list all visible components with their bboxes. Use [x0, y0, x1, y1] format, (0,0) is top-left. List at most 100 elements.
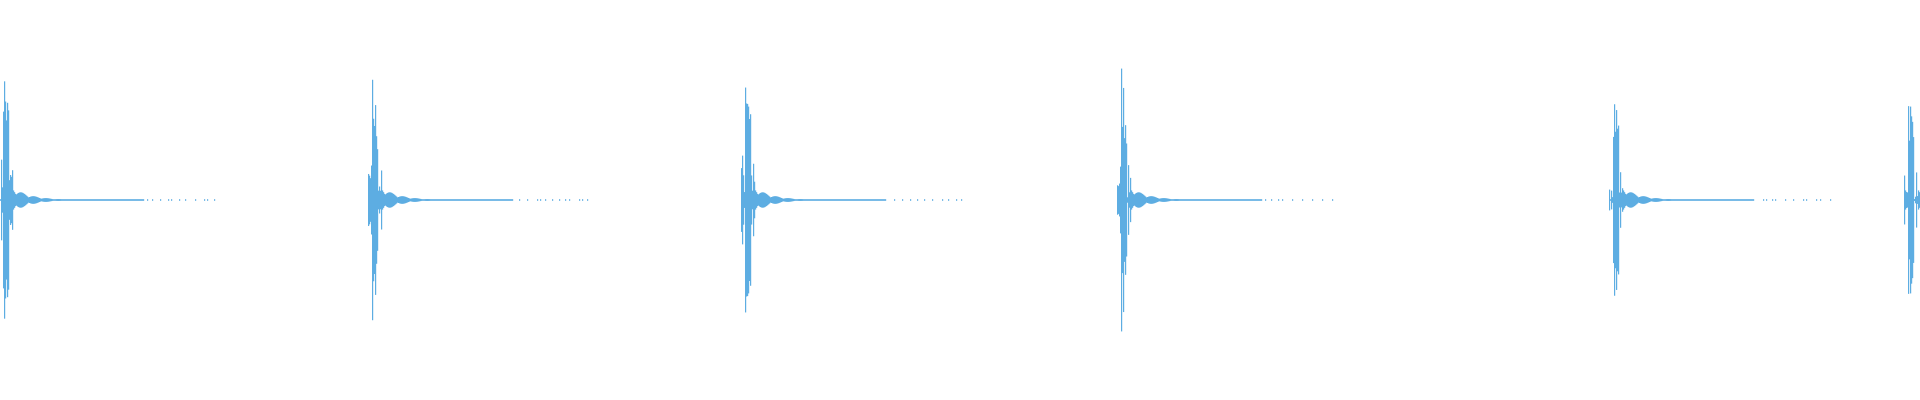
waveform-sample [1217, 199, 1219, 201]
waveform-sample [447, 199, 449, 201]
waveform-sample [1700, 199, 1702, 201]
waveform-sample [766, 193, 768, 207]
waveform-sample [1261, 199, 1263, 201]
waveform-sample [1302, 199, 1304, 201]
waveform-sample [480, 199, 482, 201]
waveform-sample [754, 181, 756, 219]
waveform-sample [789, 198, 791, 202]
waveform-sample [867, 199, 869, 201]
waveform-sample [1208, 199, 1210, 201]
waveform-sample [1695, 199, 1697, 201]
waveform-sample [1203, 199, 1205, 201]
waveform-sample [1712, 199, 1714, 201]
waveform-sample [1686, 199, 1688, 201]
waveform-sample [1697, 199, 1699, 201]
waveform-sample [788, 198, 790, 202]
waveform-sample [456, 199, 458, 201]
waveform-sample [1204, 199, 1206, 201]
waveform-sample [772, 196, 774, 204]
waveform-sample [71, 199, 73, 201]
waveform-sample [1906, 191, 1908, 209]
waveform-sample [1669, 199, 1671, 201]
waveform-sample [818, 199, 820, 201]
waveform-sample [77, 199, 79, 201]
waveform-sample [770, 197, 772, 203]
waveform-sample [168, 199, 170, 201]
waveform-sample [804, 199, 806, 201]
waveform-sample [749, 118, 751, 282]
waveform-sample [1707, 199, 1709, 201]
waveform-sample [1718, 199, 1720, 201]
waveform-sample [1729, 199, 1731, 201]
waveform-sample [582, 199, 584, 201]
waveform-sample [395, 195, 397, 205]
waveform-sample [409, 198, 411, 202]
waveform-sample [1255, 199, 1257, 201]
waveform-sample [97, 199, 99, 201]
waveform-sample [779, 197, 781, 203]
waveform-sample [59, 199, 61, 201]
waveform-sample [463, 199, 465, 201]
waveform-sample [1206, 199, 1208, 201]
waveform-sample [509, 199, 511, 201]
waveform-sample [826, 199, 828, 201]
waveform-sample [426, 199, 428, 201]
waveform-sample [764, 192, 766, 208]
waveform-sample [792, 198, 794, 202]
waveform-sample [1657, 198, 1659, 202]
waveform-sample [552, 199, 554, 201]
waveform-sample [1618, 125, 1620, 275]
waveform-sample [1666, 199, 1668, 201]
waveform-sample [61, 199, 63, 201]
waveform-sample [1202, 199, 1204, 201]
waveform-sample [1236, 199, 1238, 201]
waveform-sample [393, 193, 395, 207]
waveform-sample [415, 198, 417, 202]
waveform-sample [1174, 199, 1176, 201]
waveform-sample [1646, 196, 1648, 204]
waveform-sample [204, 199, 206, 201]
waveform-sample [440, 199, 442, 201]
waveform-sample [827, 199, 829, 201]
waveform-sample [388, 192, 390, 208]
waveform-sample [375, 105, 377, 295]
waveform-sample [42, 198, 44, 202]
waveform-sample [849, 199, 851, 201]
waveform-sample [78, 199, 80, 201]
waveform-sample [12, 170, 14, 230]
waveform-sample [399, 196, 401, 204]
waveform-sample [767, 194, 769, 206]
waveform-sample [1177, 199, 1179, 201]
waveform-sample [1185, 199, 1187, 201]
waveform-sample [1165, 198, 1167, 202]
waveform-sample [121, 199, 123, 201]
waveform-sample [1212, 199, 1214, 201]
waveform-sample [1691, 199, 1693, 201]
waveform-sample [1228, 199, 1230, 201]
waveform-sample [1242, 199, 1244, 201]
waveform-sample [1713, 199, 1715, 201]
waveform-sample [765, 193, 767, 207]
waveform-sample [7, 102, 9, 298]
waveform-sample [816, 199, 818, 201]
waveform-sample [1292, 199, 1294, 201]
waveform-sample [62, 199, 64, 201]
waveform-sample [1917, 196, 1919, 204]
waveform-sample [195, 199, 197, 201]
waveform-sample [1230, 199, 1232, 201]
waveform-sample [1254, 199, 1256, 201]
waveform-sample [466, 199, 468, 201]
waveform-sample [1130, 177, 1132, 223]
waveform-sample [1682, 199, 1684, 201]
waveform-sample [1733, 199, 1735, 201]
waveform-sample [1121, 68, 1123, 332]
waveform-sample [1625, 193, 1627, 207]
waveform-sample [1688, 199, 1690, 201]
waveform-sample [381, 170, 383, 230]
waveform-sample [870, 199, 872, 201]
waveform-sample [1167, 198, 1169, 202]
waveform-sample [1128, 165, 1130, 235]
waveform-sample [489, 199, 491, 201]
waveform-sample [800, 199, 802, 201]
